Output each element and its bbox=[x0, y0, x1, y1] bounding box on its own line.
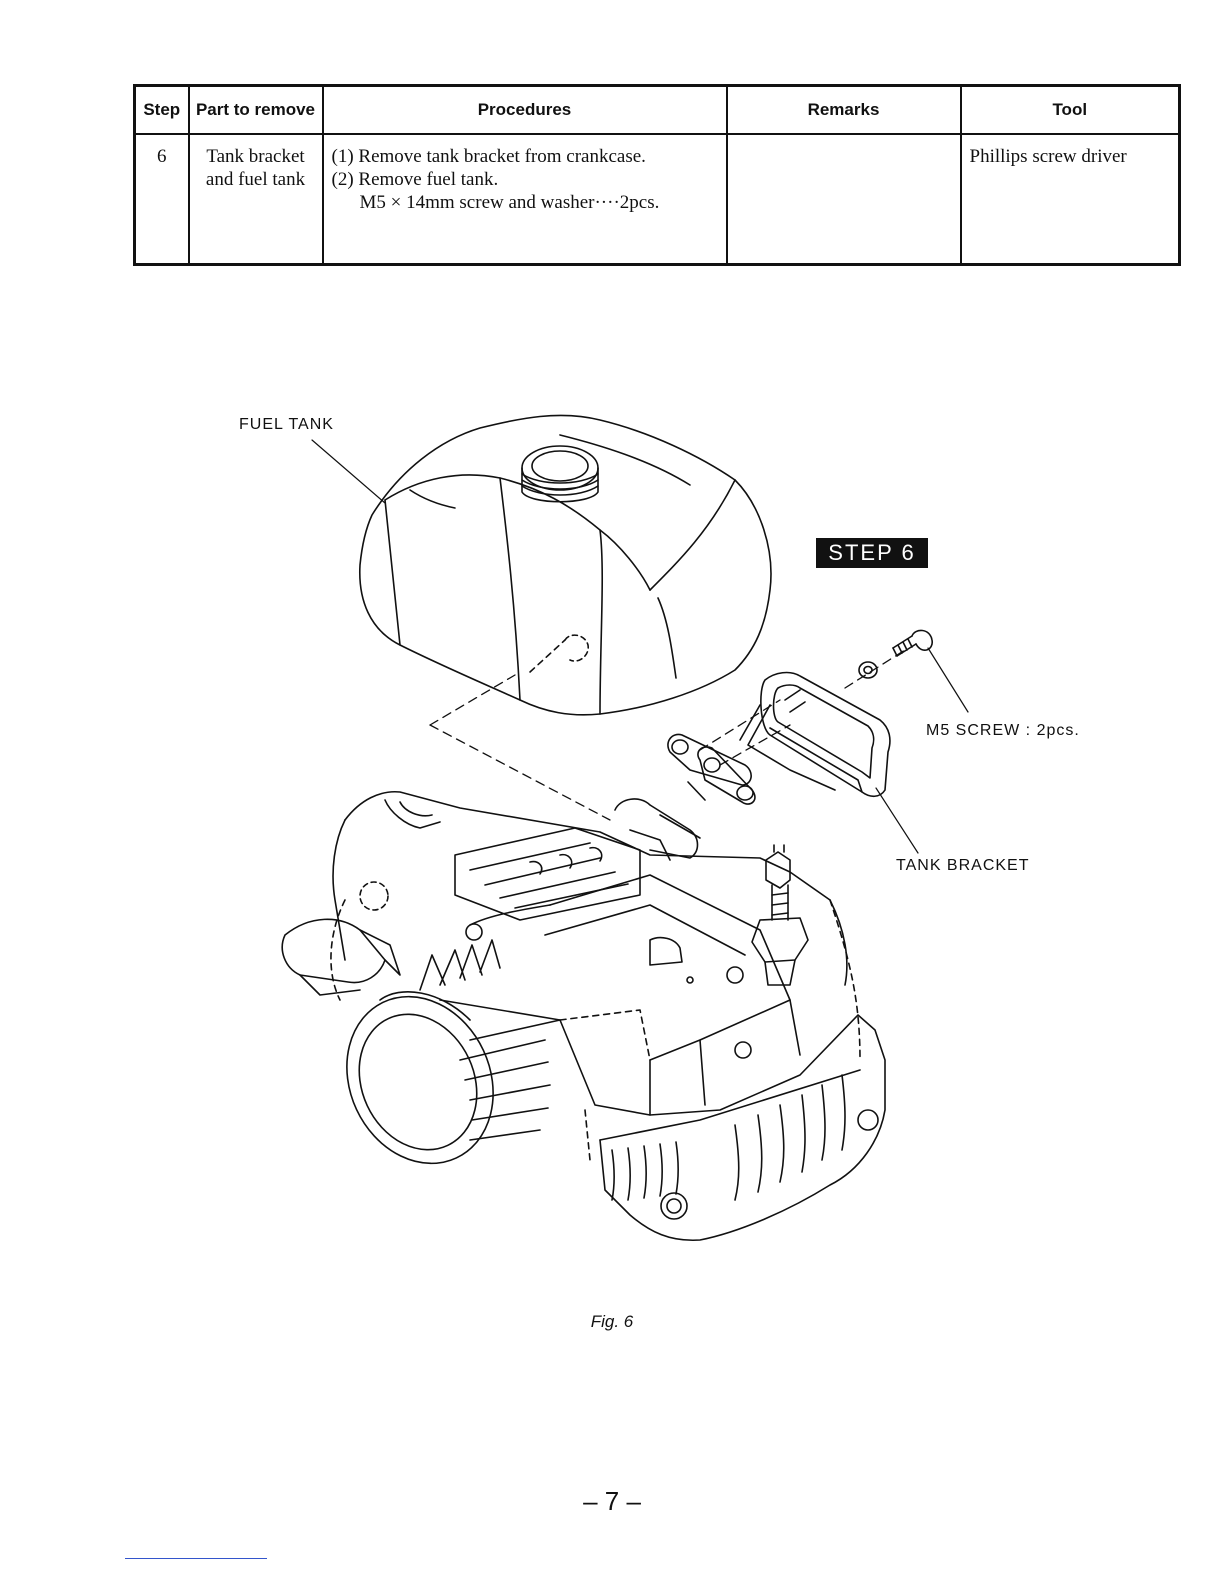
fuel-tank-drawing bbox=[360, 415, 771, 714]
assembly-guide-lines bbox=[430, 650, 905, 820]
step-badge: STEP 6 bbox=[816, 538, 928, 568]
figure-caption: Fig. 6 bbox=[0, 1312, 1224, 1332]
tank-bracket-leader bbox=[876, 788, 918, 853]
m5-screw-drawing bbox=[859, 630, 932, 678]
fuel-tank-label: FUEL TANK bbox=[239, 416, 334, 434]
tank-bracket-label: TANK BRACKET bbox=[896, 857, 1030, 875]
engine-drawing bbox=[282, 792, 885, 1241]
footer-rule bbox=[125, 1558, 267, 1559]
page-number: – 7 – bbox=[0, 1486, 1224, 1517]
tank-bracket-drawing bbox=[740, 673, 890, 797]
leader-lines bbox=[312, 440, 968, 853]
fuel-tank-leader bbox=[312, 440, 385, 503]
link-plates-drawing bbox=[668, 734, 755, 804]
m5-screw-label: M5 SCREW : 2pcs. bbox=[926, 722, 1080, 740]
m5-screw-leader bbox=[928, 648, 968, 712]
